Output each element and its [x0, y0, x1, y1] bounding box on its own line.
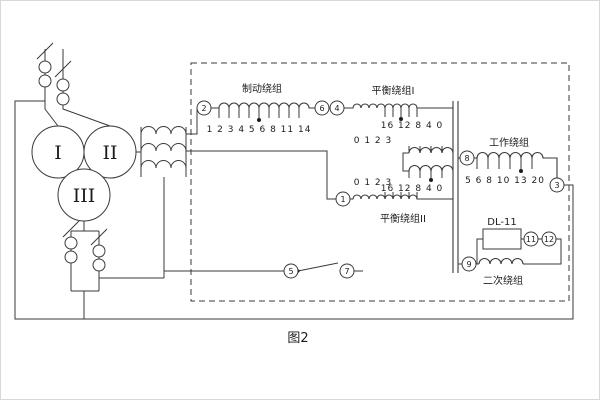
- braking-tap-dot: [257, 118, 261, 122]
- terminal-9: 9: [461, 256, 477, 272]
- transformer-core-lines: [452, 101, 459, 273]
- terminal-3-number: 3: [554, 181, 559, 190]
- working-winding-tap-ticks: [476, 158, 533, 169]
- terminal-7: 7: [339, 263, 355, 279]
- balance1-tap-dot: [399, 117, 403, 121]
- winding-3-label: III: [73, 185, 96, 207]
- braking-winding-coil: [211, 102, 315, 109]
- fine-tap-row-upper-ticks: [402, 146, 443, 172]
- fine-tap-dot: [429, 178, 433, 182]
- middle-ct-coil-row: [140, 126, 187, 135]
- terminal-5: 5: [283, 263, 299, 279]
- balance1-winding-label: 平衡绕组I: [372, 84, 415, 97]
- bottom-ct-circle: [92, 258, 106, 272]
- terminal-11-number: 11: [526, 235, 536, 244]
- braking-winding-label: 制动绕组: [242, 82, 282, 95]
- bottom-ct-wires: [70, 221, 164, 319]
- terminal-8-number: 8: [464, 154, 469, 163]
- braking-tap-numbers: 1 2 3 4 5 6 8 11 14: [207, 125, 312, 135]
- relay-circuit-wires: [458, 238, 562, 265]
- terminal-6-number: 6: [319, 104, 324, 113]
- terminal-11: 11: [523, 231, 539, 247]
- terminal-1-number: 1: [340, 195, 345, 204]
- top-ct-circle: [38, 60, 52, 74]
- balance2-winding-label: 平衡绕组II: [380, 212, 426, 225]
- terminal-9-number: 9: [466, 260, 471, 269]
- terminal-1: 1: [335, 191, 351, 207]
- bottom-ct-polarity-slashes: [62, 220, 108, 246]
- figure-caption: 图2: [287, 331, 308, 346]
- ct-to-terminal2-wire: [186, 108, 198, 135]
- working-winding-coil: [476, 152, 558, 178]
- terminal-6: 6: [314, 100, 330, 116]
- contact-blade: [297, 262, 363, 272]
- top-ct-polarity-slashes: [36, 42, 72, 78]
- relay-enclosure-dashed-box: [190, 62, 570, 302]
- winding-1-label: I: [54, 142, 62, 164]
- bottom-ct-circle: [92, 244, 106, 258]
- middle-ct-frame-wires: [136, 127, 187, 177]
- working-winding-label: 工作绕组: [489, 136, 529, 149]
- balance2-coarse-tap-numbers: 16 12 8 4 0: [381, 184, 444, 194]
- top-ct-circle: [38, 74, 52, 88]
- terminal-2: 2: [196, 100, 212, 116]
- middle-ct-coil-row: [140, 160, 187, 169]
- balance1-coarse-tap-ticks: [384, 108, 418, 117]
- bottom-ct-circle: [64, 236, 78, 250]
- balance2-fine-tap-numbers: 0 1 2 3: [354, 178, 393, 188]
- relay-element-box: [482, 228, 522, 250]
- terminal-2-number: 2: [201, 104, 206, 113]
- terminal-12: 12: [541, 231, 557, 247]
- top-ct-circle: [56, 78, 70, 92]
- terminal-4-number: 4: [334, 104, 339, 113]
- terminal-5-number: 5: [288, 267, 293, 276]
- bottom-ct-circle: [64, 250, 78, 264]
- working-tap-numbers: 5 6 8 10 13 20: [465, 176, 545, 186]
- relay-model-label: DL-11: [487, 217, 516, 228]
- working-tap-dot: [519, 169, 523, 173]
- terminal-7-number: 7: [344, 267, 349, 276]
- top-ct-circle: [56, 92, 70, 106]
- transformer-top-leads-wire: [44, 49, 111, 127]
- balance1-coarse-tap-numbers: 16 12 8 4 0: [381, 121, 444, 131]
- balance2-coarse-tap-ticks: [384, 192, 418, 199]
- fine-tap-row-lower-ticks: [408, 171, 443, 178]
- ct-to-contact-wire: [163, 177, 284, 278]
- ct-to-terminal1-wire: [186, 150, 336, 200]
- terminal-3: 3: [549, 177, 565, 193]
- terminal-12-number: 12: [544, 235, 554, 244]
- winding-2-label: II: [102, 142, 117, 164]
- braking-winding-tap-ticks: [218, 108, 300, 118]
- terminal-8: 8: [459, 150, 475, 166]
- middle-ct-coil-row: [140, 143, 187, 152]
- left-bottom-right-bus-wire: [14, 100, 574, 320]
- fine-tap-row-lower-coil: [408, 165, 454, 172]
- secondary-winding-coil: [478, 258, 524, 265]
- secondary-winding-label: 二次绕组: [483, 274, 523, 287]
- balance1-fine-tap-numbers: 0 1 2 3: [354, 136, 393, 146]
- terminal-4: 4: [329, 100, 345, 116]
- balance1-coarse-coil: [344, 103, 453, 109]
